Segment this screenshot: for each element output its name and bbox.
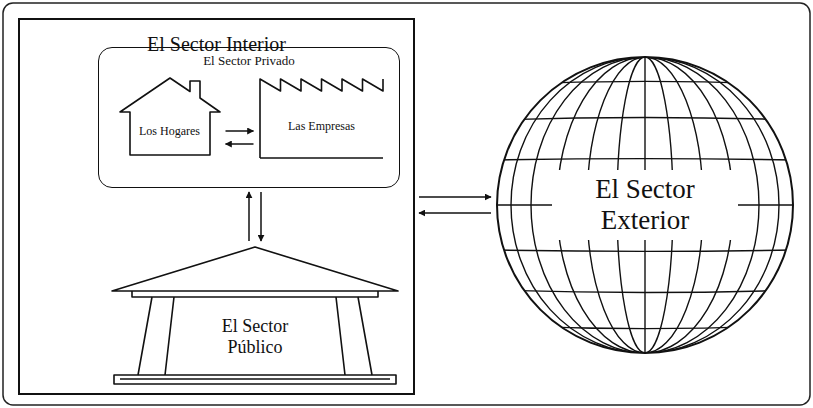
parallel-line (495, 159, 795, 160)
flow-arrow (260, 192, 262, 241)
house-symbol (120, 78, 220, 155)
meridian-line (531, 57, 759, 353)
node-label: El Sector Público (200, 316, 310, 357)
base-symbol (114, 375, 396, 384)
globe-outline (497, 57, 793, 353)
node-label: Las Empresas (288, 120, 355, 134)
flow-arrow (248, 192, 250, 241)
flow-arrow (419, 196, 491, 198)
flow-arrow (226, 130, 254, 132)
parallel-line (495, 117, 795, 120)
globe-grid (495, 55, 795, 355)
parallel-line (495, 290, 795, 293)
parallel-line (495, 250, 795, 251)
meridian-line (511, 57, 779, 353)
sector-box: El Sector PrivadoLos Hogares Las Empresas (98, 47, 400, 188)
house-outline (118, 72, 222, 158)
factory-node: Las Empresas (258, 75, 386, 160)
globe-node: El Sector Exterior (495, 55, 795, 355)
node-label: El Sector Privado (203, 54, 295, 69)
pillar-symbol (336, 297, 372, 375)
parallel-line (495, 325, 795, 329)
roof-symbol (112, 247, 398, 291)
roof-beam (132, 291, 378, 297)
building-node: El Sector Público (110, 245, 400, 390)
parallel-line (495, 81, 795, 85)
node-label: El Sector Interior (147, 33, 286, 56)
factory-symbol (260, 157, 383, 159)
factory-symbol (260, 79, 383, 158)
sector-box: El Sector InteriorEl Sector PrivadoLos H… (18, 18, 415, 395)
node-label: El Sector Exterior (552, 170, 738, 240)
node-label: Los Hogares (139, 125, 200, 139)
factory-outline (258, 75, 386, 160)
pillar-symbol (138, 297, 174, 375)
frame-border (3, 3, 810, 405)
flow-arrow (419, 212, 491, 214)
house-node: Los Hogares (118, 72, 222, 158)
flow-arrow (226, 143, 254, 145)
